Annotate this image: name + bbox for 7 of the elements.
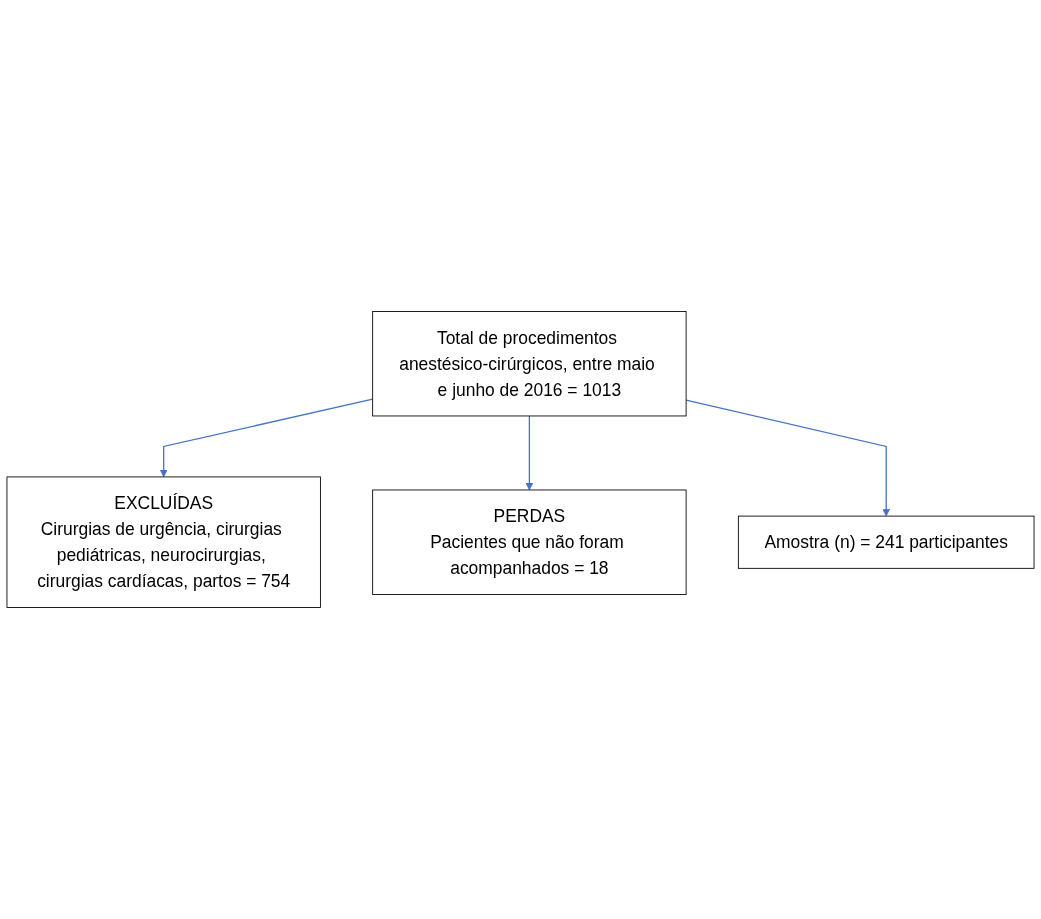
node-box: PERDAS Pacientes que não foram acompanhados = 18 xyxy=(372,489,687,595)
arrow xyxy=(685,399,890,517)
node-box: Total de procedimentos anestésico-cirúrgicos, entre maio e junho de 2016 = 1013 xyxy=(372,311,687,417)
node-box: Amostra (n) = 241 participantes xyxy=(737,515,1035,569)
node-box: EXCLUÍDAS Cirurgias de urgência, cirurgias pediátricas, neurocirurgias, cirurgias cardíacas, partos = 754 xyxy=(6,476,321,608)
arrow xyxy=(159,398,374,478)
arrow xyxy=(525,415,534,491)
